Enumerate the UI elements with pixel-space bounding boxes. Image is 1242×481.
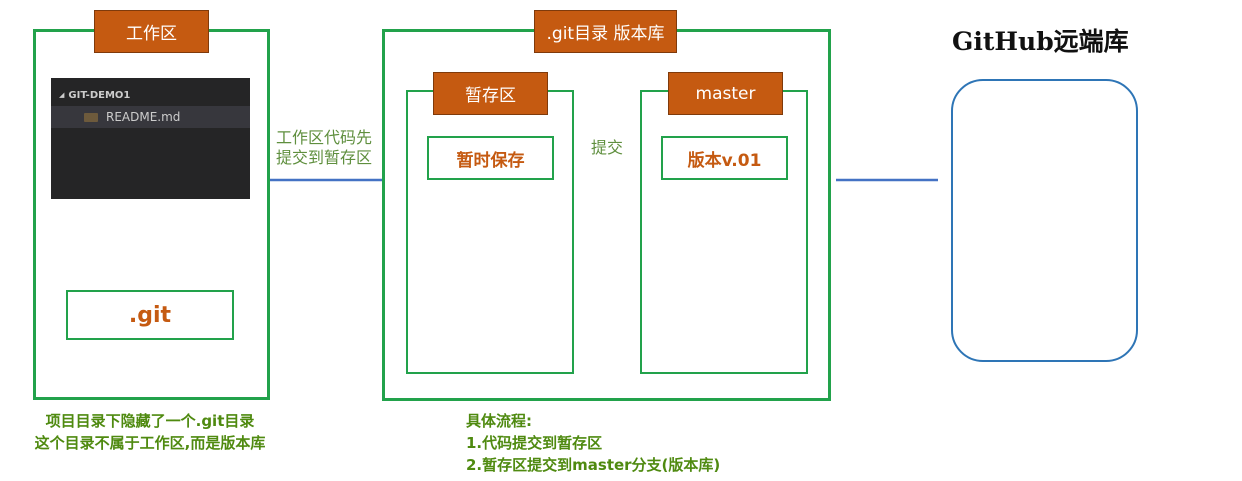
explorer-folder-row[interactable]: ◢ GIT-DEMO1 <box>51 86 130 104</box>
markdown-file-icon <box>84 112 98 122</box>
master-tag: master <box>668 72 783 115</box>
file-explorer-panel: ◢ GIT-DEMO1 README.md <box>51 78 250 199</box>
stage-tag: 暂存区 <box>433 72 548 115</box>
master-frame <box>640 90 808 374</box>
edge-label-commit: 提交 <box>591 138 624 157</box>
edge-label-line-1: 工作区代码先 <box>276 128 373 147</box>
remote-title: GitHub远端库 <box>952 27 1129 56</box>
stage-node-label: 暂时保存 <box>456 150 525 171</box>
explorer-folder-label: GIT-DEMO1 <box>68 89 131 101</box>
edge-label-workspace-to-stage: 工作区代码先 提交到暂存区 <box>276 128 372 168</box>
repository-caption-line-2: 1.代码提交到暂存区 <box>466 434 603 452</box>
explorer-file-label: README.md <box>106 110 181 124</box>
repository-caption-line-1: 具体流程: <box>466 412 532 430</box>
repository-caption: 具体流程: 1.代码提交到暂存区 2.暂存区提交到master分支(版本库) <box>466 410 720 476</box>
git-folder-box: .git <box>66 290 234 340</box>
workspace-tag: 工作区 <box>94 10 209 53</box>
repository-caption-line-3: 2.暂存区提交到master分支(版本库) <box>466 456 721 474</box>
remote-repository-box <box>951 79 1138 362</box>
stage-node-temp-save: 暂时保存 <box>427 136 554 180</box>
workspace-caption: 项目目录下隐藏了一个.git目录 这个目录不属于工作区,而是版本库 <box>0 410 300 454</box>
master-node-label: 版本v.01 <box>687 150 762 171</box>
workspace-caption-line-2: 这个目录不属于工作区,而是版本库 <box>34 434 266 452</box>
workspace-caption-line-1: 项目目录下隐藏了一个.git目录 <box>45 412 255 430</box>
stage-frame <box>406 90 574 374</box>
edge-label-line-2: 提交到暂存区 <box>276 148 373 167</box>
explorer-file-row[interactable]: README.md <box>51 106 250 128</box>
git-folder-label: .git <box>128 302 172 328</box>
master-node-version: 版本v.01 <box>661 136 788 180</box>
chevron-down-icon: ◢ <box>59 91 65 99</box>
repository-tag: .git目录 版本库 <box>534 10 677 53</box>
